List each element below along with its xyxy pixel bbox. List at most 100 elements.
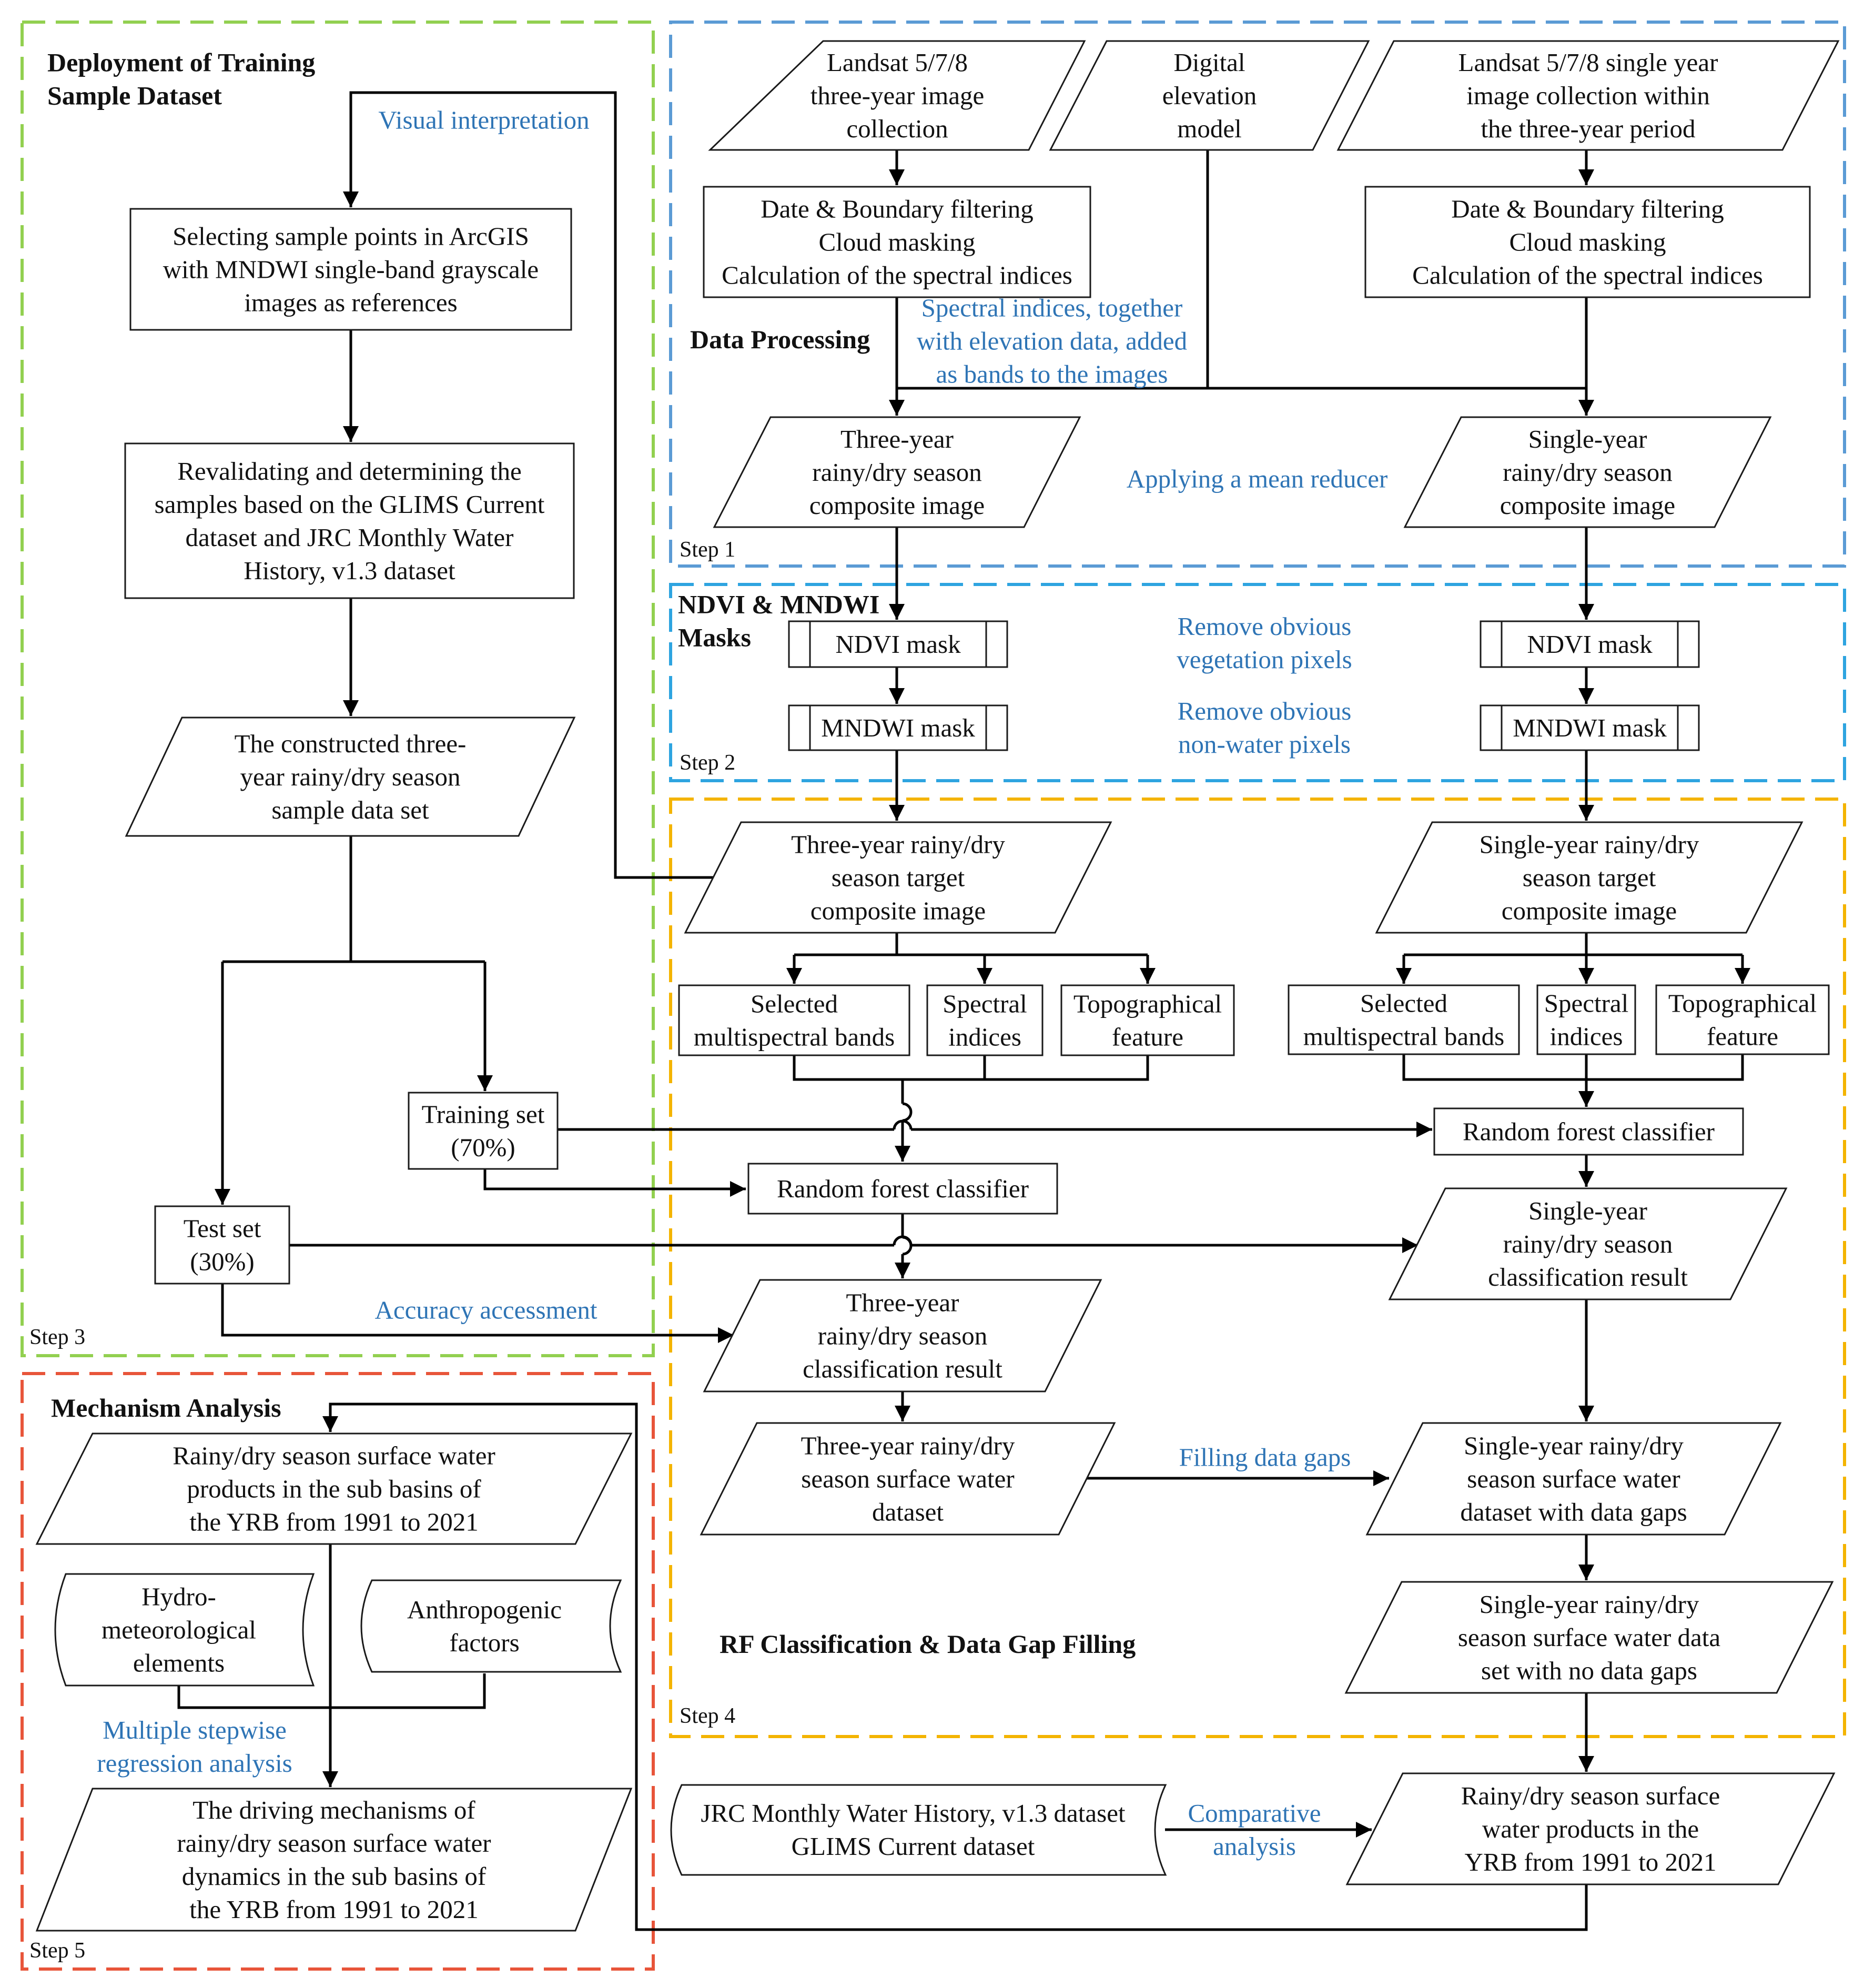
water-three-shape — [700, 1422, 1116, 1536]
ndvi-mask-single-shape — [1480, 620, 1700, 668]
training-section-border — [21, 21, 655, 1357]
topo-single-shape — [1655, 984, 1830, 1055]
subbasin-products-shape — [35, 1432, 633, 1545]
indices-single-shape — [1536, 984, 1636, 1055]
filling-gaps-edge-label: Filling data gaps — [1179, 1443, 1351, 1472]
rf-single-shape — [1433, 1107, 1744, 1156]
mndwi-mask-three-label: MNDWI mask — [821, 713, 975, 742]
preprocess-three-shape — [703, 186, 1091, 298]
processing-section-border — [669, 21, 1846, 568]
revalidate-shape — [124, 442, 575, 599]
hydro-shape — [54, 1573, 315, 1687]
composite-single-shape — [1403, 416, 1772, 528]
bands-three-shape — [678, 984, 910, 1056]
rf-section-border — [669, 798, 1846, 1738]
water-gaps-shape — [1365, 1422, 1782, 1536]
mndwi-mask-single-label: MNDWI mask — [1513, 713, 1667, 742]
select-samples-shape — [129, 208, 572, 331]
connector-lines — [177, 91, 1750, 1931]
topo-three-shape — [1060, 984, 1235, 1056]
ndvi-mask-three-shape — [788, 620, 1008, 668]
ndvi-mask-three-label: NDVI mask — [835, 630, 961, 659]
water-nogaps-shape — [1344, 1581, 1834, 1694]
class-single-shape — [1388, 1187, 1788, 1300]
composite-three-shape — [713, 416, 1081, 528]
accuracy-edge-label: Accuracy accessment — [374, 1296, 597, 1325]
dem-shape — [1049, 40, 1370, 151]
training-set-label: Training set(70%) — [422, 1100, 545, 1162]
landsat-three-year-shape — [708, 40, 1086, 151]
mndwi-mask-single-shape — [1480, 704, 1700, 751]
training-set-shape — [408, 1092, 559, 1170]
processing-section-title: Data Processing — [690, 325, 870, 354]
bands-single-shape — [1288, 984, 1520, 1055]
rf-three-label: Random forest classifier — [777, 1174, 1029, 1203]
rf-three-shape — [747, 1163, 1058, 1215]
driving-shape — [35, 1788, 633, 1932]
step-5-tag: Step 5 — [29, 1939, 85, 1963]
rf-section-title: RF Classification & Data Gap Filling — [720, 1629, 1136, 1659]
mechanism-section-title: Mechanism Analysis — [51, 1393, 281, 1422]
test-set-label: Test set(30%) — [184, 1214, 261, 1276]
node-shapes — [35, 40, 1840, 1932]
mean-reducer-edge-label: Applying a mean reducer — [1127, 465, 1388, 493]
sample-set-shape — [125, 717, 576, 837]
rf-single-label: Random forest classifier — [1463, 1117, 1715, 1146]
preprocess-single-shape — [1364, 186, 1811, 298]
class-three-shape — [703, 1279, 1102, 1392]
sample-set-label: The constructed three-year rainy/dry sea… — [235, 729, 467, 824]
mechanism-section-border — [21, 1372, 655, 1971]
target-single-shape — [1375, 821, 1804, 934]
step-4-tag: Step 4 — [680, 1704, 735, 1728]
test-set-shape — [154, 1205, 290, 1285]
section-borders — [21, 21, 1846, 1971]
anthro-shape — [360, 1579, 622, 1673]
landsat-single-year-shape — [1336, 40, 1840, 151]
step-2-tag: Step 2 — [680, 751, 735, 775]
target-three-shape — [684, 821, 1112, 934]
step-3-tag: Step 3 — [29, 1325, 85, 1349]
step-1-tag: Step 1 — [680, 538, 735, 562]
mndwi-mask-three-shape — [788, 704, 1008, 751]
visual-interpretation-edge-label: Visual interpretation — [378, 106, 589, 135]
masks-section-border — [669, 583, 1846, 782]
indices-three-shape — [926, 984, 1044, 1056]
final-products-shape — [1345, 1772, 1836, 1885]
jrc-glims-shape — [670, 1784, 1167, 1876]
